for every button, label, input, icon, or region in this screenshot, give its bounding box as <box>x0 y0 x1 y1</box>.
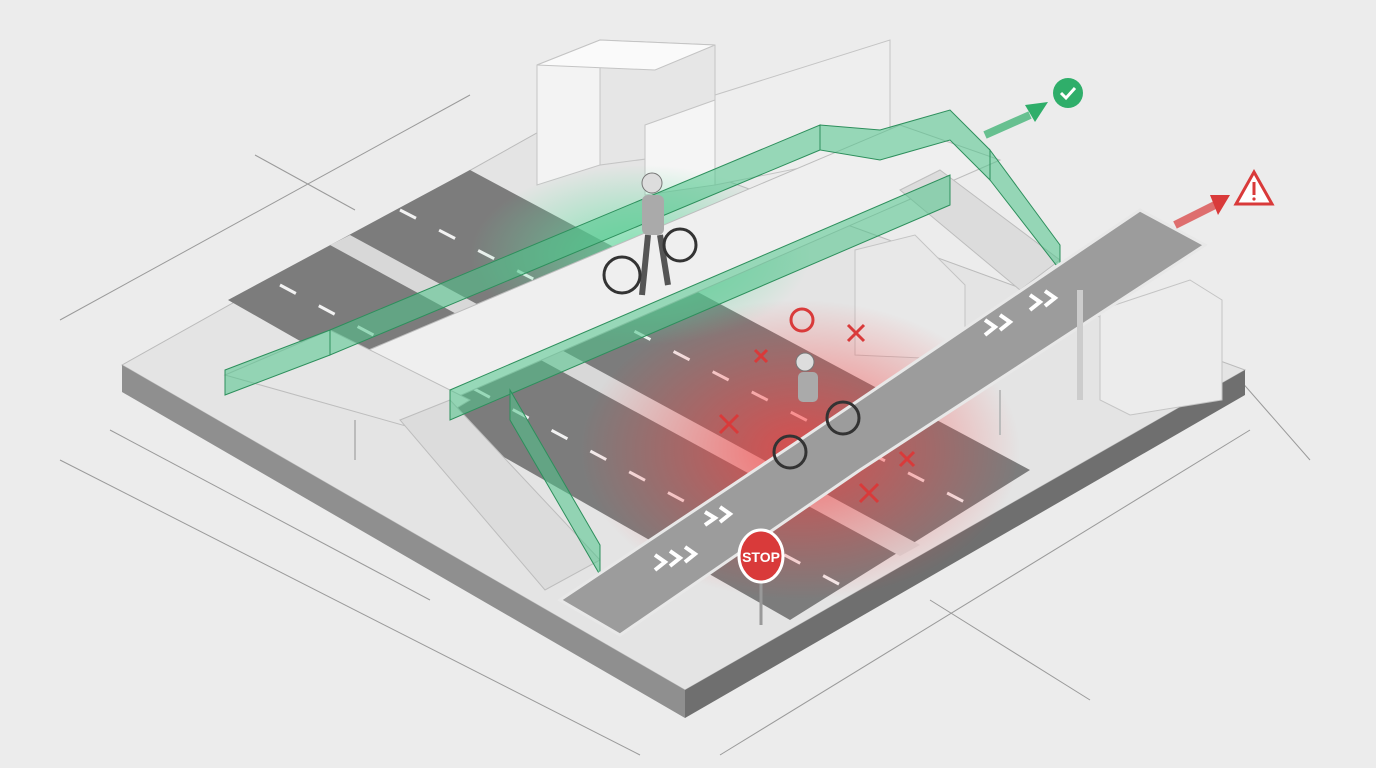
dimension-lines <box>59 94 1311 756</box>
x-mark-icon <box>718 323 916 504</box>
cyclist-riding-ramp <box>772 352 861 470</box>
warning-triangle-icon <box>1233 168 1275 206</box>
danger-route-arrow <box>1173 195 1230 229</box>
safe-route-arrow <box>983 102 1048 139</box>
cyclist-walking-on-bridge <box>602 172 698 296</box>
pedestrian-bridge <box>223 109 1061 591</box>
stop-sign: STOP <box>737 528 785 625</box>
circle-icon <box>789 307 815 333</box>
stop-sign-text: STOP <box>742 549 780 565</box>
check-circle-icon <box>1053 78 1083 108</box>
